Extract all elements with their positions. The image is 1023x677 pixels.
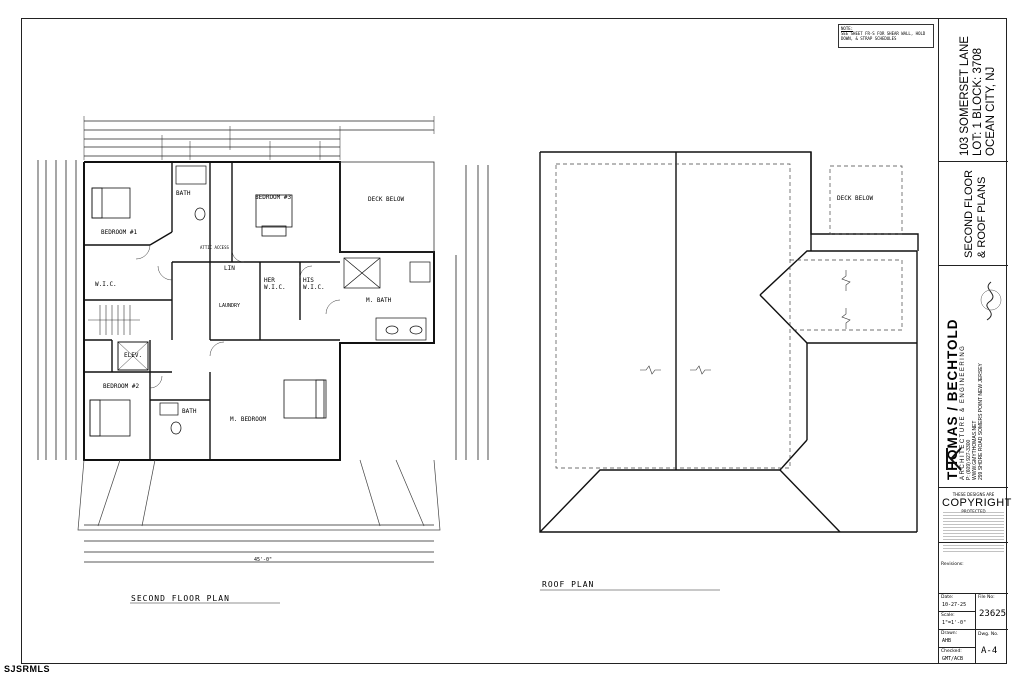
project-address-cell: 103 SOMERSET LANE LOT: 1 BLOCK: 3708 OCE… — [939, 18, 1008, 162]
checked-value: GMT/ACB — [942, 656, 964, 662]
signature-seal-icon — [980, 281, 1002, 321]
info-grid: Date: 10-27-25 Scale: 1"=1'-0" Drawn: AH… — [939, 593, 1008, 664]
room-label-wic: W.I.C. — [95, 281, 117, 288]
dwg-no-value: A-4 — [981, 646, 998, 656]
drawing-sheet-border — [21, 18, 1007, 664]
date-value: 10-27-25 — [942, 602, 967, 608]
room-label-linen: LIN — [224, 265, 235, 272]
room-label-bath-upper: BATH — [176, 190, 191, 197]
room-label-deck-below-roof: DECK BELOW — [837, 195, 874, 202]
room-label-master-bath: M. BATH — [366, 297, 392, 304]
roof-plan-title: ROOF PLAN — [542, 580, 595, 589]
copyright-label: COPYRIGHT — [942, 497, 1012, 509]
copyright-top: THESE DESIGNS ARE — [952, 492, 995, 497]
room-label-deck-below-plan: DECK BELOW — [368, 196, 405, 203]
sheet-title-line-1: SECOND FLOOR — [963, 169, 975, 258]
checked-label: Checked: — [941, 649, 962, 654]
firm-address: 299 SHORE ROAD SOMERS POINT NEW JERSEY — [978, 363, 984, 480]
second-floor-plan-title: SECOND FLOOR PLAN — [131, 594, 230, 603]
footer-watermark: SJSRMLS — [4, 664, 51, 674]
copyright-fine-print — [943, 512, 1004, 554]
divider — [939, 593, 1008, 594]
date-label: Date: — [941, 595, 954, 600]
file-no-label: File No: — [978, 595, 995, 600]
file-no-value: 23625 — [979, 609, 1007, 619]
room-label-bath-lower: BATH — [182, 408, 197, 415]
room-label-bedroom1: BEDROOM #1 — [101, 229, 138, 236]
room-label-attic: ATTIC ACCESS — [200, 245, 229, 250]
sheet-title-line-2: & ROOF PLANS — [976, 176, 988, 258]
general-note-box: NOTE: SEE SHEET FR-S FOR SHEAR WALL, HOL… — [838, 24, 934, 48]
revisions-label: Revisions: — [941, 562, 964, 567]
room-label-master-bedroom: M. BEDROOM — [230, 416, 267, 423]
address-line-3: OCEAN CITY, NJ — [985, 66, 997, 156]
scale-value: 1"=1'-0" — [942, 620, 967, 626]
room-label-elevator: ELEV. — [124, 352, 143, 359]
title-block: 103 SOMERSET LANE LOT: 1 BLOCK: 3708 OCE… — [938, 18, 1012, 664]
address-line-1: 103 SOMERSET LANE — [959, 36, 971, 156]
note-heading: NOTE: — [841, 26, 854, 31]
room-label-her-wic: HER W.I.C. — [264, 277, 286, 291]
address-line-2: LOT: 1 BLOCK: 3708 — [972, 47, 984, 156]
room-label-his-wic: HIS W.I.C. — [303, 277, 325, 291]
room-label-bedroom2: BEDROOM #2 — [103, 383, 140, 390]
divider — [939, 542, 1008, 543]
overall-dimension: 45'-0" — [254, 557, 273, 563]
sheet-title-cell: SECOND FLOOR & ROOF PLANS — [939, 162, 1008, 266]
drawn-value: AHB — [942, 638, 952, 644]
dwg-no-label: Dwg. No. — [978, 632, 999, 637]
copyright-notice: THESE DESIGNS ARE COPYRIGHT PROTECTED — [942, 492, 1012, 514]
note-body: SEE SHEET FR-S FOR SHEAR WALL, HOLD DOWN… — [841, 31, 926, 41]
drawn-label: Drawn: — [941, 631, 958, 636]
room-label-bedroom3: BEDROOM #3 — [255, 194, 292, 201]
room-label-laundry: LAUNDRY — [219, 303, 241, 309]
firm-logo-icon — [946, 447, 962, 471]
firm-cell: THOMAS / BECHTOLD ARCHITECTURE & ENGINEE… — [939, 266, 1008, 488]
copyright-sub: PROTECTED — [942, 509, 1005, 514]
scale-label: Scale: — [941, 613, 955, 618]
